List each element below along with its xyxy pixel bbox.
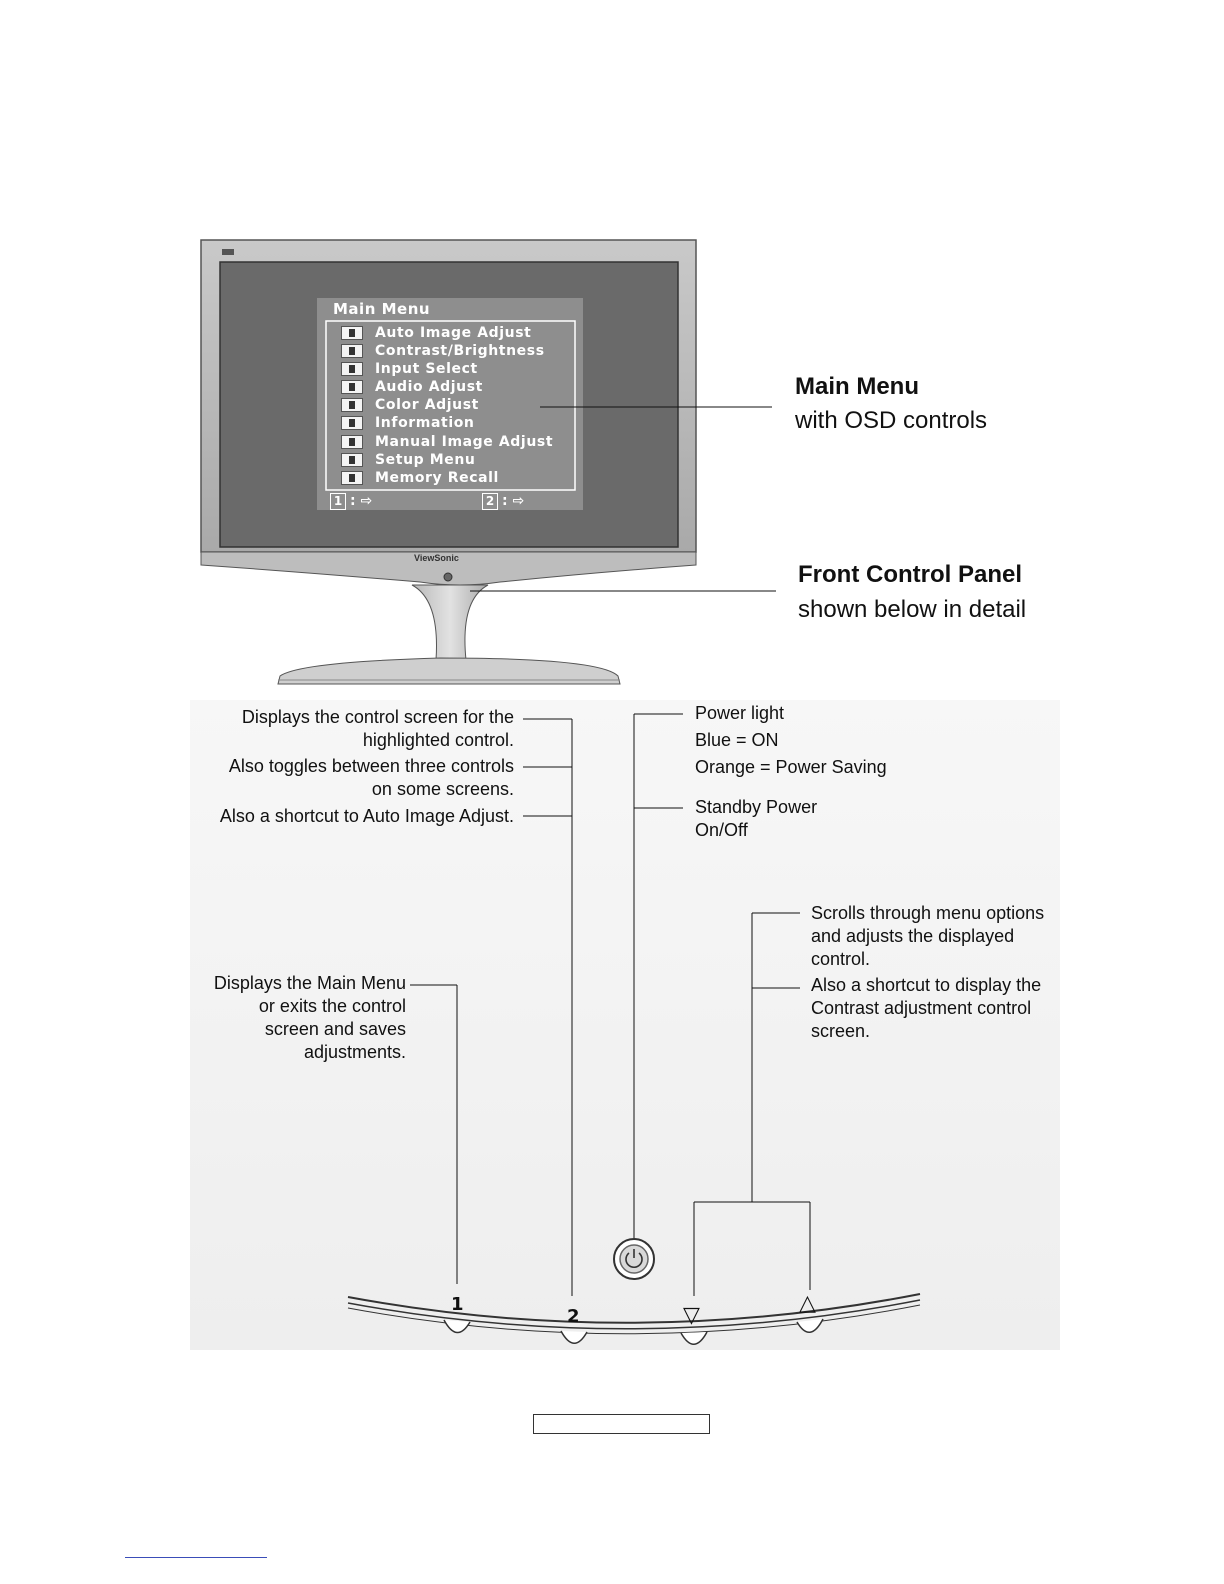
contrast-brightness-icon: [341, 344, 363, 358]
button-1-callout-lines: [410, 984, 458, 1284]
osd-item-auto-image-adjust[interactable]: Auto Image Adjust: [375, 325, 532, 341]
monitor-logo-mark: [222, 249, 234, 255]
osd-title: Main Menu: [333, 300, 431, 318]
button-2-desc-3: Also a shortcut to Auto Image Adjust.: [219, 806, 514, 826]
monitor-stand-base: [277, 657, 621, 685]
osd-footer-sep-1: :: [350, 493, 356, 509]
arrow-keys-callout-lines: [693, 912, 811, 1296]
osd-item-memory-recall[interactable]: Memory Recall: [375, 470, 499, 486]
button-up-nub[interactable]: [796, 1318, 824, 1333]
main-menu-callout-sub: with OSD controls: [795, 407, 988, 434]
exit-icon: ⇨: [355, 493, 373, 509]
front-panel-callout-sub: shown below in detail: [798, 596, 1027, 623]
up-arrow-icon: △: [799, 1291, 816, 1316]
information-icon: [341, 416, 363, 430]
osd-key-1: 1: [330, 493, 346, 510]
down-arrow-icon: ▽: [683, 1303, 700, 1328]
osd-item-information[interactable]: Information: [375, 415, 475, 431]
osd-footer-key-2: 2: ⇨: [482, 493, 524, 510]
audio-adjust-icon: [341, 380, 363, 394]
osd-item-audio-adjust[interactable]: Audio Adjust: [375, 379, 483, 395]
key-label-2: 2: [567, 1306, 580, 1327]
color-adjust-icon: [341, 398, 363, 412]
osd-menu-item-frame: [325, 320, 576, 491]
manual-image-adjust-icon: [341, 435, 363, 449]
footer-link-line: [125, 1557, 267, 1558]
auto-adjust-icon: [341, 326, 363, 340]
front-panel-curve: [347, 1293, 921, 1335]
osd-footer-sep-2: :: [502, 493, 508, 509]
setup-menu-icon: [341, 453, 363, 467]
monitor-brand: ViewSonic: [414, 553, 459, 563]
power-callout-lines: [633, 713, 683, 1238]
monitor-power-button[interactable]: [443, 572, 453, 582]
button-2-nub[interactable]: [560, 1330, 588, 1344]
key-label-1: 1: [451, 1294, 464, 1315]
button-2-callout-lines: [523, 718, 573, 1296]
power-light-desc: Power light Blue = ON Orange = Power Sav…: [695, 703, 887, 777]
input-select-icon: [341, 362, 363, 376]
osd-item-contrast-brightness[interactable]: Contrast/Brightness: [375, 343, 545, 359]
osd-item-color-adjust[interactable]: Color Adjust: [375, 397, 479, 413]
osd-item-setup-menu[interactable]: Setup Menu: [375, 452, 476, 468]
osd-item-input-select[interactable]: Input Select: [375, 361, 478, 377]
osd-footer-key-1: 1: ⇨: [330, 493, 372, 510]
button-1-nub[interactable]: [443, 1319, 471, 1334]
button-nubs: [443, 1318, 824, 1345]
monitor: [200, 239, 697, 685]
figure-label-box: [533, 1414, 710, 1434]
main-menu-callout-title: Main Menu: [795, 373, 919, 400]
osd-key-2: 2: [482, 493, 498, 510]
button-down-nub[interactable]: [680, 1331, 708, 1345]
osd-item-manual-image-adjust[interactable]: Manual Image Adjust: [375, 434, 554, 450]
power-button-icon[interactable]: [613, 1238, 655, 1280]
select-icon: ⇨: [507, 493, 525, 509]
front-panel-callout-title: Front Control Panel: [798, 561, 1022, 588]
monitor-stand-neck: [411, 584, 489, 661]
memory-recall-icon: [341, 471, 363, 485]
